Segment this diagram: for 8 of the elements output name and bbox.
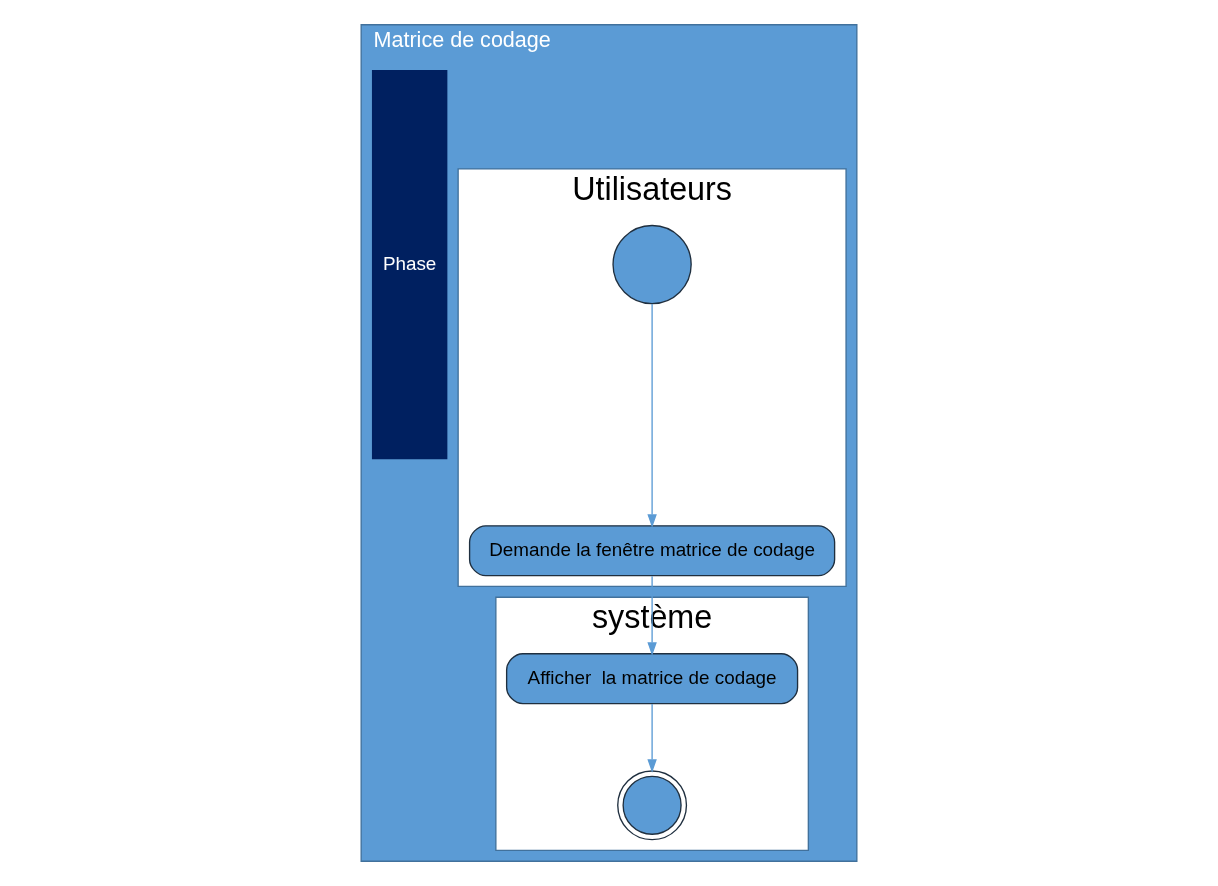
node-box: Demande la fenêtre matrice de codage [468,525,836,577]
node-doublecircle [617,770,688,841]
node-box: Phase [371,69,448,460]
arrow [647,575,657,656]
arrow [647,703,657,773]
node-circle [612,224,692,305]
node-box: Afficher la matrice de codage [505,653,799,705]
arrow [647,303,657,528]
